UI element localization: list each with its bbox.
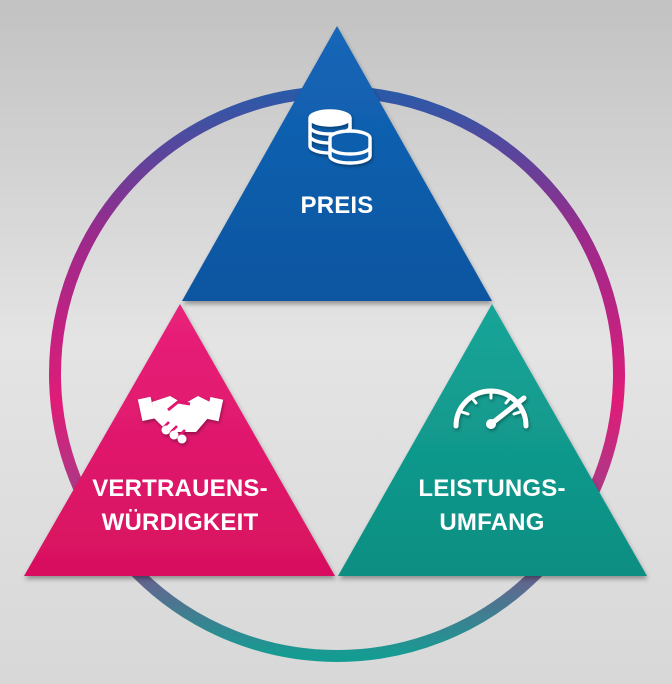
triangle-leistungsumfang xyxy=(338,304,647,576)
label-vertrauens: VERTRAUENS- xyxy=(92,475,268,502)
label-umfang: UMFANG xyxy=(439,509,544,536)
label-leistungs: LEISTUNGS- xyxy=(418,475,565,502)
node-preis: PREIS xyxy=(182,26,492,301)
node-vertrauenswuerdigkeit: VERTRAUENS- WÜRDIGKEIT xyxy=(24,304,335,576)
label-wuerdigkeit: WÜRDIGKEIT xyxy=(102,509,259,536)
coins-icon xyxy=(308,109,372,165)
label-preis: PREIS xyxy=(300,192,373,219)
handshake-icon xyxy=(137,396,224,444)
node-leistungsumfang: LEISTUNGS- UMFANG xyxy=(338,304,647,576)
speedometer-icon xyxy=(453,388,529,429)
triangle-preis xyxy=(182,26,492,301)
